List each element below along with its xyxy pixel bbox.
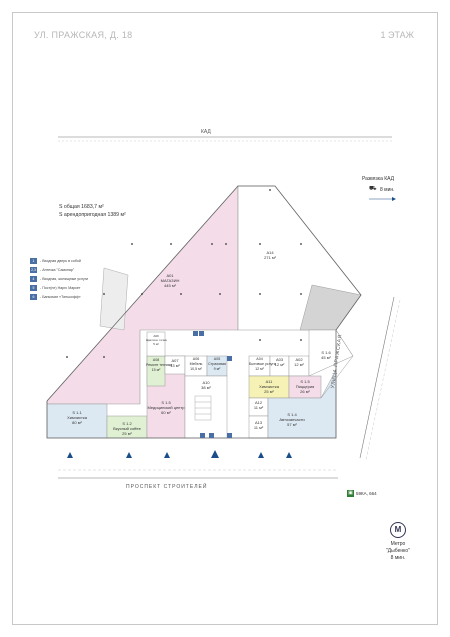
legend: 1- Входная дверь в собой 2,3- Аптечка "С…	[30, 256, 88, 301]
legend-item: 1- Входная дверь в собой	[30, 256, 88, 265]
legend-text: - Входная дверь в собой	[40, 258, 81, 263]
column-dots	[66, 189, 302, 358]
rentable-area: S арендопригодная 1389 м²	[59, 212, 126, 218]
unit-a09-fill	[146, 331, 166, 357]
legend-item: 2,3- Аптечка "Самонар"	[30, 265, 88, 274]
street-road-line	[359, 296, 395, 459]
direction-arrowhead	[392, 197, 396, 201]
metro-title: Метро	[390, 541, 406, 547]
legend-badge: 5	[30, 284, 37, 291]
legend-text: - Пост(не) Наргс Маркет	[40, 285, 81, 290]
total-area: S общая 1683,7 м²	[59, 204, 104, 210]
legend-badge: 2,3	[30, 266, 37, 273]
legend-item: 5- Пост(не) Наргс Маркет	[30, 283, 88, 292]
legend-item: 4- Входная, жилищные услуги	[30, 274, 88, 283]
direction-label: Развязка КАД	[362, 176, 395, 182]
legend-item: 6- Банкомат «Тинькофф»	[30, 292, 88, 301]
legend-badge: 6	[30, 293, 37, 300]
page-frame	[12, 12, 438, 625]
direction-time: 8 мин.	[380, 187, 395, 193]
floor-header: 1 ЭТАЖ	[380, 30, 415, 40]
metro-info: M Метро "Дыбенко" 8 мин.	[386, 522, 410, 562]
entrance-markers	[67, 450, 292, 458]
area-summary: S общая 1683,7 м² S арендопригодная 1389…	[59, 203, 126, 219]
address-header: УЛ. ПРАЖСКАЯ, Д. 18	[34, 30, 133, 40]
entrance-badges	[193, 331, 232, 438]
metro-time: 8 мин.	[390, 555, 406, 561]
street-road-dashes	[365, 299, 401, 461]
car-icon: ⛟	[369, 186, 377, 192]
legend-text: - Аптечка "Самонар"	[40, 267, 75, 272]
legend-badge: 1	[30, 257, 37, 264]
bus-info: ▣59КА, 664	[347, 490, 377, 497]
building-outline	[46, 185, 362, 439]
service-area-stair	[99, 267, 129, 331]
unit-s11-fill	[46, 403, 108, 439]
metro-name: "Дыбенко"	[386, 548, 410, 554]
unit-a10-fill	[184, 375, 228, 439]
prospekt-road-label: ПРОСПЕКТ СТРОИТЕЛЕЙ	[126, 484, 208, 490]
legend-text: - Входная, жилищные услуги	[40, 276, 89, 281]
stairs-icon	[194, 395, 212, 421]
bus-icon: ▣	[347, 490, 354, 497]
east-wall	[320, 329, 354, 399]
bus-routes: 59КА, 664	[356, 491, 377, 496]
kad-road-label: КАД	[201, 129, 211, 135]
legend-badge: 4	[30, 275, 37, 282]
metro-icon: M	[389, 522, 406, 538]
legend-text: - Банкомат «Тинькофф»	[40, 294, 81, 299]
